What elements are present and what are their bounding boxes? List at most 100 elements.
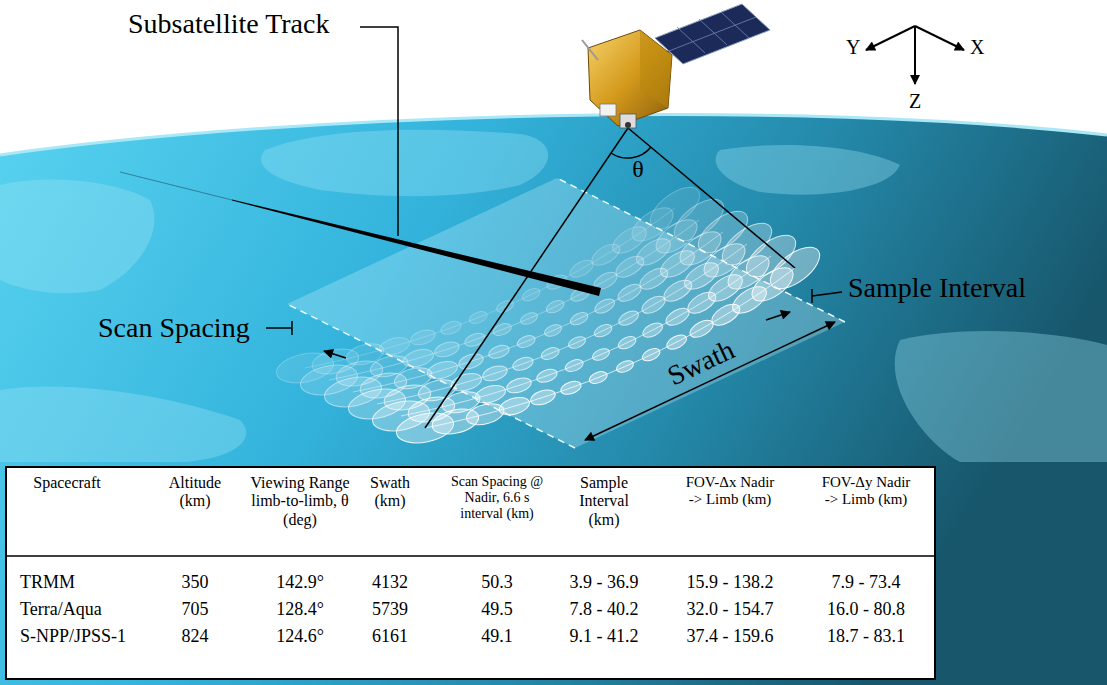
footprint-ellipse <box>567 334 587 350</box>
table-cell: 350 <box>135 572 255 593</box>
table-cell: 7.9 - 73.4 <box>806 572 926 593</box>
footprint-ellipse <box>464 400 506 428</box>
table-header: Spacecraft <box>17 474 117 492</box>
table-cell: 824 <box>135 626 255 647</box>
scan-line <box>425 268 795 428</box>
table-cell: 5739 <box>330 599 450 620</box>
footprint-ellipse <box>433 339 461 359</box>
antenna <box>582 40 598 60</box>
callout-label: Scan Spacing <box>98 312 250 344</box>
footprint-ellipse <box>529 387 557 407</box>
footprint-ellipse <box>616 334 637 351</box>
table-cell: 9.1 - 41.2 <box>544 626 664 647</box>
swath-edge <box>557 178 845 322</box>
table-header: Swath (km) <box>362 474 418 511</box>
instrument <box>620 114 636 128</box>
view-line <box>425 128 628 428</box>
tick-mark <box>291 321 293 335</box>
table-header: Altitude (km) <box>160 474 230 511</box>
footprint-ellipse <box>617 308 641 328</box>
table-cell: 32.0 - 154.7 <box>670 599 790 620</box>
satellite <box>582 4 770 128</box>
footprint-ellipse <box>409 327 437 347</box>
subsatellite-track <box>232 200 601 296</box>
scan-row <box>274 179 707 387</box>
land-mass <box>716 145 900 195</box>
footprint-ellipse <box>535 367 559 385</box>
interval-arrow <box>766 312 790 320</box>
axes <box>866 26 964 84</box>
scan-line <box>329 220 699 380</box>
table-cell: 15.9 - 138.2 <box>670 572 790 593</box>
land-mass <box>261 130 548 196</box>
footprint-ellipse <box>449 370 483 394</box>
footprint-ellipse <box>564 357 585 374</box>
footprint-ellipse <box>615 358 635 374</box>
angle-arc <box>611 147 651 158</box>
footprint-ellipse <box>481 363 509 383</box>
scan-pattern <box>274 179 827 447</box>
table-cell: S-NPP/JPSS-1 <box>20 626 126 647</box>
land-masses <box>0 130 1107 462</box>
table-cell: 3.9 - 36.9 <box>544 572 664 593</box>
leader-line <box>266 327 292 329</box>
angle-label: θ <box>623 156 653 184</box>
land-mass <box>0 180 154 294</box>
table-rule <box>6 555 935 557</box>
table-cell: 18.7 - 83.1 <box>806 626 926 647</box>
table-cell: 16.0 - 80.8 <box>806 599 926 620</box>
horizon-line <box>0 115 1107 155</box>
leader-line <box>812 292 842 296</box>
table-cell: 128.4° <box>240 599 360 620</box>
footprint-ellipse <box>568 310 589 327</box>
table-frame <box>6 467 935 679</box>
footprint-ellipse <box>487 343 511 361</box>
footprint-ellipse <box>511 355 535 373</box>
footprint-ellipse <box>520 286 541 303</box>
footprint-ellipse <box>516 333 537 350</box>
table-cell: 124.6° <box>240 626 360 647</box>
footprint-ellipse <box>640 346 661 363</box>
table-header: FOV-Δy Nadir -> Limb (km) <box>821 474 911 509</box>
footprint-ellipse <box>505 375 533 395</box>
table-cell: 49.1 <box>437 626 557 647</box>
leader-line <box>360 27 398 236</box>
axis-arrow <box>866 26 915 50</box>
instrument <box>600 104 616 116</box>
table-cell: Terra/Aqua <box>20 599 102 620</box>
table-header: FOV-Δx Nadir -> Limb (km) <box>685 474 775 509</box>
footprint-ellipse <box>468 309 489 326</box>
axis-label: X <box>970 36 984 59</box>
earth-globe <box>0 115 1107 685</box>
footprint-ellipse <box>377 334 411 358</box>
table-header: Viewing Range limb-to-limb, θ (deg) <box>248 474 352 529</box>
table-cell: 49.5 <box>437 599 557 620</box>
spacing-arrow <box>324 351 346 358</box>
table-cell: 705 <box>135 599 255 620</box>
footprint-ellipse <box>544 298 565 315</box>
footprint-ellipse <box>665 332 689 352</box>
footprint-ellipse <box>641 320 665 340</box>
body-shade <box>640 30 672 108</box>
footprint-ellipse <box>559 379 583 397</box>
table-cell: 50.3 <box>437 572 557 593</box>
footprint-ellipse <box>439 319 463 337</box>
footprint-ellipse <box>543 322 563 338</box>
footprint-ellipse <box>425 358 459 382</box>
callout-label: Subsatellite Track <box>128 8 329 40</box>
table-header: Sample Interval (km) <box>572 474 636 529</box>
swath-edge <box>287 304 575 448</box>
callout-label: Sample Interval <box>848 272 1026 304</box>
table-cell: TRMM <box>20 572 75 593</box>
table-cell: 142.9° <box>240 572 360 593</box>
footprint-ellipse <box>463 331 487 349</box>
footprint-ellipse <box>519 310 539 326</box>
footprint-ellipse <box>540 345 561 362</box>
table-cell: 6161 <box>330 626 450 647</box>
footprint-ellipse <box>497 394 531 418</box>
footprint-ellipse <box>592 322 613 339</box>
footprint-ellipse <box>495 298 515 314</box>
table-cell: 7.8 - 40.2 <box>544 599 664 620</box>
